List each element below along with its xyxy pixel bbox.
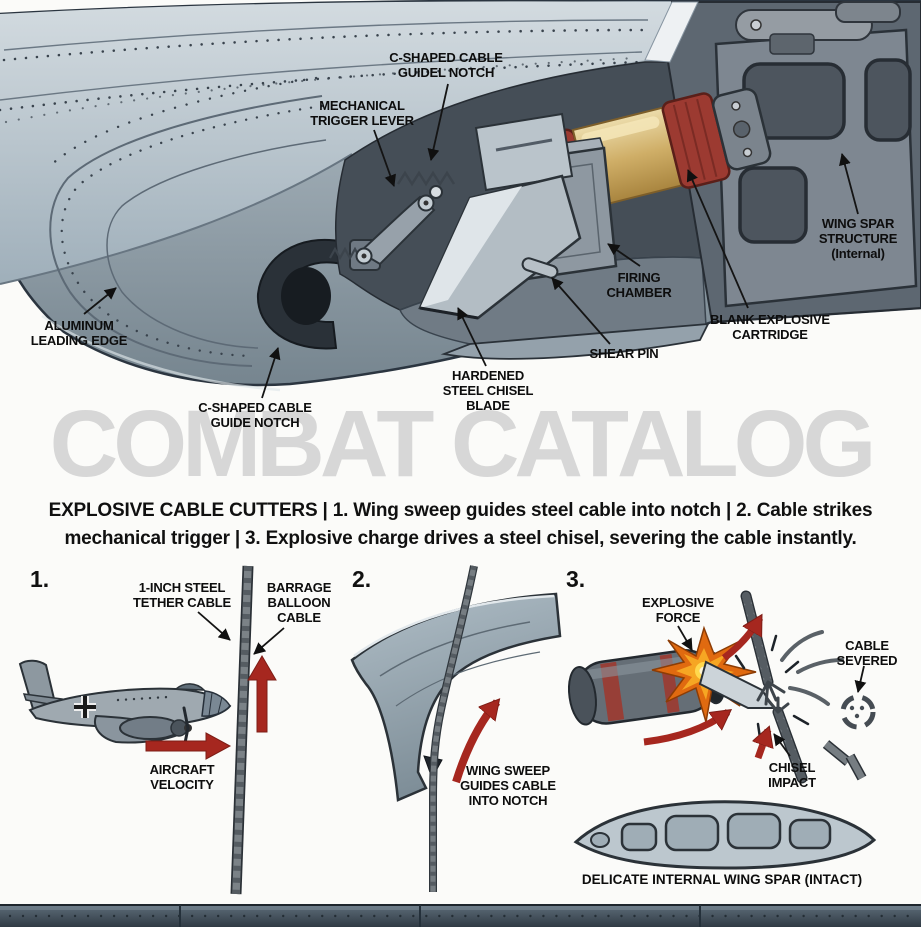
label-barrage-balloon-cable: BARRAGE BALLOON CABLE (266, 580, 332, 626)
aircraft-illustration (18, 659, 232, 750)
label-wing-sweep-guides-cable: WING SWEEP GUIDES CABLE INTO NOTCH (460, 763, 556, 809)
leading-edge-contours (41, 76, 327, 392)
cable-ring-icon (840, 694, 876, 730)
underside-skin (440, 322, 710, 360)
wing-spar-airfoil (573, 800, 877, 870)
wing-planform (350, 592, 562, 802)
trigger-lever-assembly (329, 170, 456, 271)
spar-lightening-holes (738, 58, 912, 244)
c-notch-shape (256, 238, 346, 350)
label-explosive-force: EXPLOSIVE FORCE (642, 595, 714, 626)
chisel-blade-shape (418, 174, 582, 320)
label-mechanical-trigger-lever: MECHANICAL TRIGGER LEVER (310, 98, 414, 129)
label-wing-spar-intact: DELICATE INTERNAL WING SPAR (INTACT) (581, 872, 863, 887)
panel1-leader-lines (197, 611, 285, 655)
panel3-leader-lines (677, 625, 867, 757)
label-shear-pin: SHEAR PIN (589, 346, 659, 361)
caption-text: EXPLOSIVE CABLE CUTTERS | 1. Wing sweep … (48, 500, 873, 549)
label-c-shaped-cable-guide-notch-bottom: C-SHAPED CABLE GUIDE NOTCH (198, 400, 312, 431)
skin-cut-face (644, 1, 699, 63)
spar-bay (666, 1, 921, 324)
label-chisel-impact: CHISEL IMPACT (768, 760, 816, 791)
cable-pieces (822, 740, 867, 781)
wing-cutaway-illustration (0, 0, 921, 399)
label-aircraft-velocity: AIRCRAFT VELOCITY (149, 762, 215, 793)
label-wing-spar-structure: WING SPAR STRUCTURE (Internal) (818, 216, 898, 262)
cable-guide-block (474, 112, 574, 192)
panel3-red-arrows (643, 618, 768, 760)
panel2-illustration (350, 565, 562, 892)
sweep-arrow (452, 702, 497, 784)
panel1-number: 1. (30, 566, 50, 592)
panel1-illustration (18, 565, 285, 895)
velocity-arrow (145, 732, 232, 760)
label-aluminum-leading-edge: ALUMINUM LEADING EDGE (30, 318, 128, 349)
panel3-illustration (567, 590, 877, 870)
label-hardened-steel-chisel-blade: HARDENED STEEL CHISEL BLADE (442, 368, 534, 414)
shear-pin-shape (521, 257, 559, 279)
skin-panel (0, 1, 672, 284)
chisel-projectile (698, 660, 776, 709)
cutter-tube (567, 649, 726, 726)
cutaway-leader-lines (83, 83, 859, 399)
tether-cable-line (230, 565, 254, 895)
label-cable-severed: CABLE SEVERED (836, 638, 898, 669)
cable-up-arrow (247, 655, 277, 733)
label-tether-cable: 1-INCH STEEL TETHER CABLE (133, 580, 231, 611)
panel2-cable-line (429, 565, 478, 892)
label-firing-chamber: FIRING CHAMBER (606, 270, 672, 301)
watermark-text: COMBAT CATALOG (49, 391, 877, 497)
label-c-shaped-cable-guide-notch-top: C-SHAPED CABLE GUIDEL NOTCH (389, 50, 503, 81)
severed-cable (734, 590, 844, 784)
label-blank-explosive-cartridge: BLANK EXPLOSIVE CARTRIDGE (710, 312, 830, 343)
footer-strip (0, 904, 921, 927)
panel3-number: 3. (566, 566, 586, 592)
panel2-number: 2. (352, 566, 372, 592)
bay-machinery (735, 1, 901, 55)
